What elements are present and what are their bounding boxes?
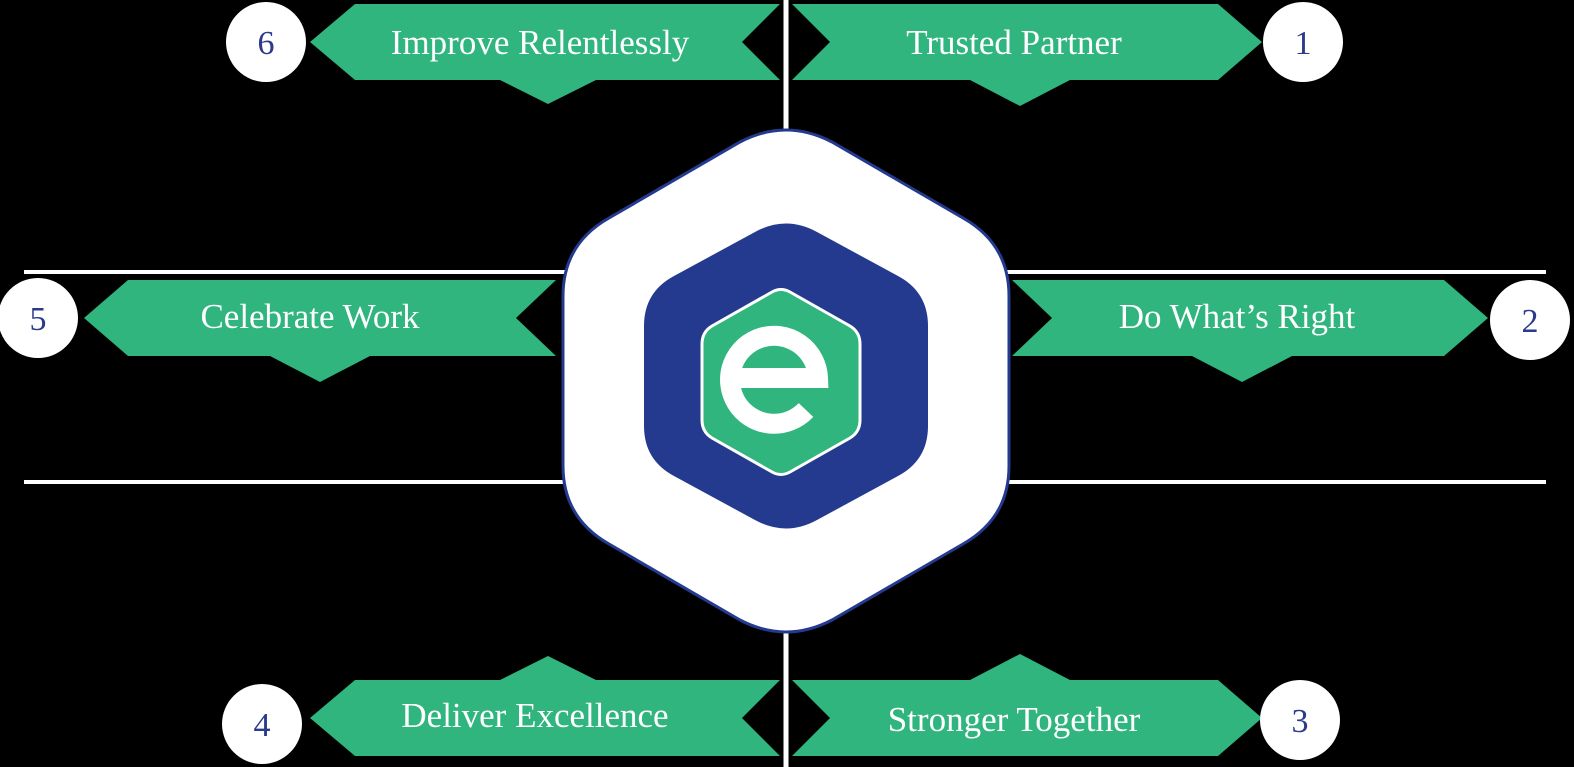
number-3: 3 xyxy=(1292,703,1309,740)
label-do-whats-right: Do What’s Right xyxy=(1119,297,1356,336)
value-ribbon-1: 1 Trusted Partner xyxy=(792,2,1343,106)
label-deliver-excellence: Deliver Excellence xyxy=(401,696,668,735)
number-6: 6 xyxy=(258,25,275,62)
center-logo xyxy=(561,128,1011,634)
number-badge-3 xyxy=(1260,680,1340,760)
number-4: 4 xyxy=(254,707,271,744)
label-improve-relentlessly: Improve Relentlessly xyxy=(391,23,690,62)
value-ribbon-4: 4 Deliver Excellence xyxy=(222,656,780,764)
value-ribbon-3: 3 Stronger Together xyxy=(792,654,1340,760)
number-badge-6 xyxy=(226,2,306,82)
hexagon-e-logo-icon xyxy=(720,325,829,434)
number-badge-1 xyxy=(1263,2,1343,82)
number-badge-5 xyxy=(0,278,78,358)
value-ribbon-6: 6 Improve Relentlessly xyxy=(226,2,780,104)
value-ribbon-5: 5 Celebrate Work xyxy=(0,278,556,382)
number-5: 5 xyxy=(30,301,47,338)
number-1: 1 xyxy=(1295,25,1312,62)
label-celebrate-work: Celebrate Work xyxy=(200,297,420,336)
label-trusted-partner: Trusted Partner xyxy=(906,23,1122,62)
label-stronger-together: Stronger Together xyxy=(888,700,1141,739)
value-ribbon-2: 2 Do What’s Right xyxy=(1012,280,1570,382)
number-badge-2 xyxy=(1490,280,1570,360)
number-badge-4 xyxy=(222,684,302,764)
number-2: 2 xyxy=(1522,303,1539,340)
